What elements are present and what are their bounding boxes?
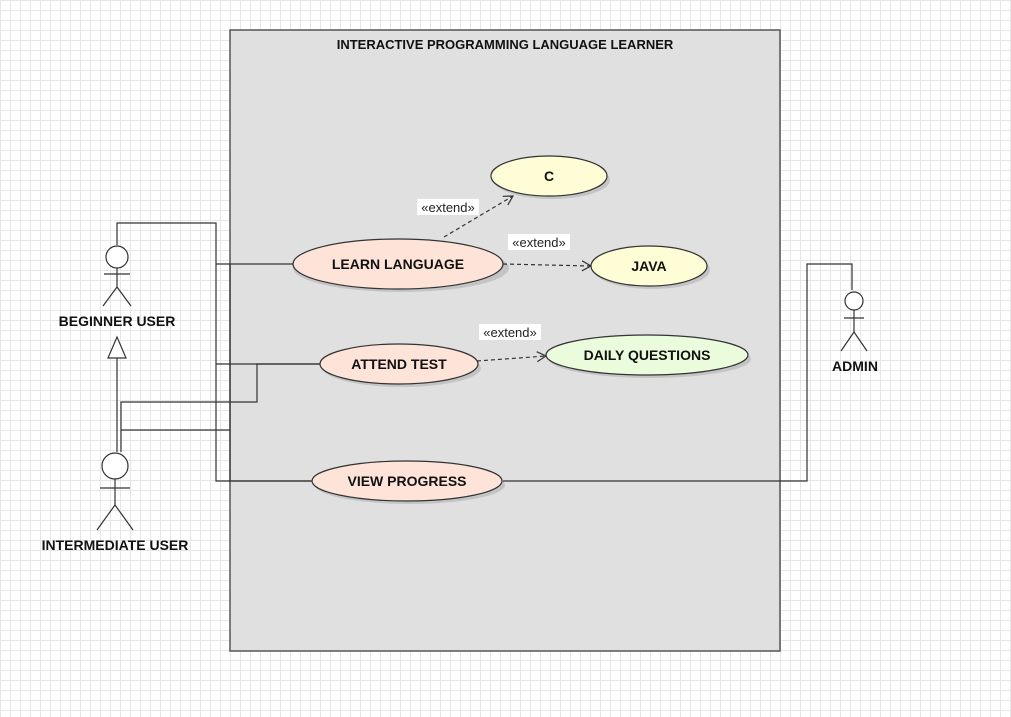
extend-label-c: «extend»	[421, 200, 475, 215]
actor-intermediate-label: INTERMEDIATE USER	[42, 537, 189, 553]
extend-arrow-c	[443, 195, 515, 238]
extend-label-java: «extend»	[512, 235, 566, 250]
usecase-learn-language-label: LEARN LANGUAGE	[332, 256, 464, 272]
usecase-view-progress[interactable]: VIEW PROGRESS	[311, 460, 505, 504]
extend-arrow-daily	[476, 351, 548, 363]
system-title: INTERACTIVE PROGRAMMING LANGUAGE LEARNER	[337, 37, 674, 52]
actor-admin[interactable]	[840, 291, 868, 352]
usecase-daily-questions[interactable]: DAILY QUESTIONS	[545, 334, 751, 378]
stick-figure-icon	[844, 291, 864, 311]
usecase-learn-language[interactable]: LEARN LANGUAGE	[292, 238, 509, 292]
usecase-attend-test-label: ATTEND TEST	[351, 356, 447, 372]
usecase-view-progress-label: VIEW PROGRESS	[347, 473, 466, 489]
usecase-attend-test[interactable]: ATTEND TEST	[319, 343, 481, 387]
actor-admin-label: ADMIN	[832, 358, 878, 374]
intermediate-associations	[120, 264, 320, 482]
actor-intermediate-user[interactable]	[96, 452, 134, 531]
stick-figure-icon	[105, 245, 129, 269]
extend-label-daily: «extend»	[483, 325, 537, 340]
usecase-c-label: C	[544, 168, 554, 184]
usecase-daily-questions-label: DAILY QUESTIONS	[584, 347, 711, 363]
generalization-arrow	[107, 335, 127, 452]
extend-arrow-java	[502, 260, 593, 272]
usecase-java[interactable]: JAVA	[590, 245, 710, 289]
stick-figure-icon	[101, 452, 129, 480]
admin-association	[503, 263, 853, 482]
actor-beginner-user[interactable]	[102, 245, 132, 307]
usecase-java-label: JAVA	[631, 258, 666, 274]
actor-beginner-label: BEGINNER USER	[59, 313, 176, 329]
usecase-c[interactable]: C	[490, 155, 610, 199]
